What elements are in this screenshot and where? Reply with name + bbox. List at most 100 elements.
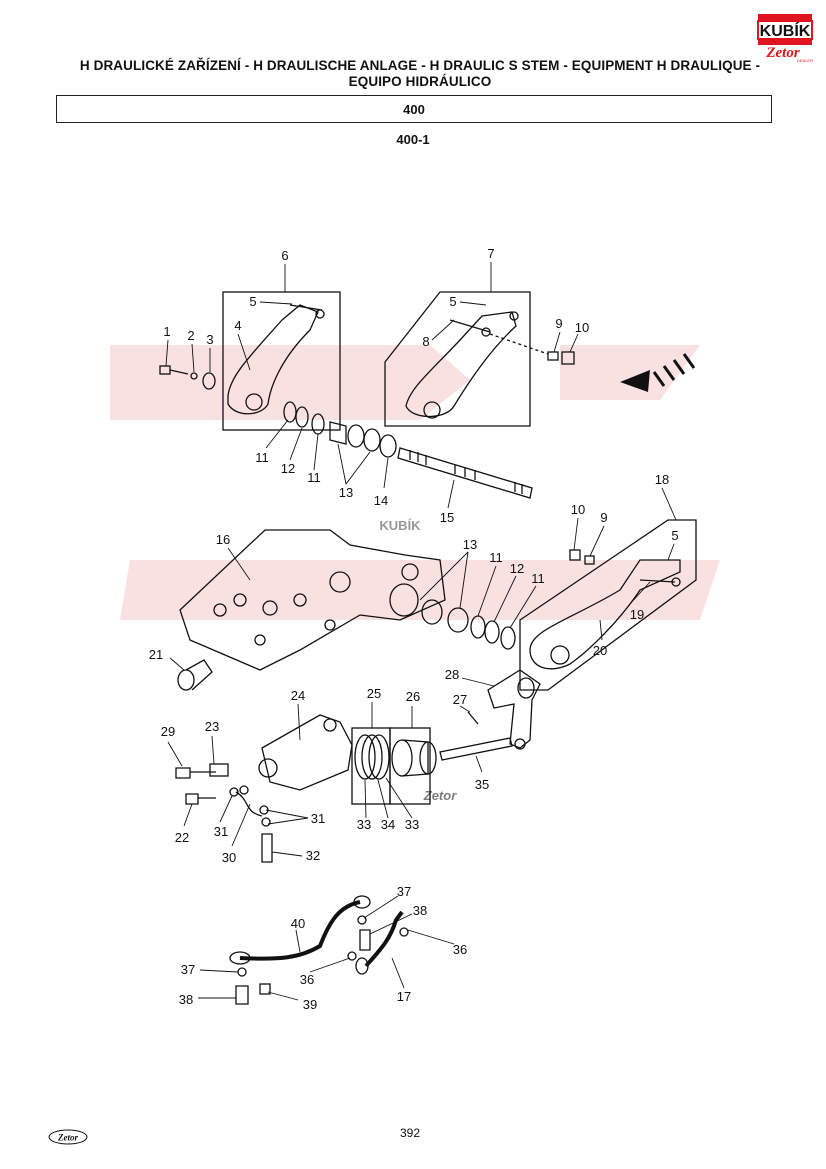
- ring-33-a: [354, 734, 376, 780]
- lever-arm-8: [405, 311, 519, 419]
- bolt-38-b: [235, 985, 249, 1005]
- callout-40: 40: [291, 916, 305, 931]
- logo-brand-text: Zetor: [765, 45, 799, 61]
- hydraulic-housing-16: [179, 529, 446, 671]
- pipe-40: [229, 895, 371, 965]
- washer-37-a: [357, 915, 367, 925]
- callout-32: 32: [306, 848, 320, 863]
- callout-18: 18: [655, 472, 669, 487]
- bushing-13-top-a: [329, 421, 347, 445]
- callout-37a: 37: [397, 884, 411, 899]
- callout-11d: 11: [531, 571, 545, 586]
- ring-11-top-a: [283, 401, 297, 423]
- callout-6: 6: [281, 248, 288, 263]
- bushing-14: [379, 434, 397, 458]
- cylinder-24: [258, 714, 353, 791]
- washer-36-b: [399, 927, 409, 937]
- kubik-zetor-logo: KUBÍK Zetor DEALER: [757, 14, 813, 63]
- callout-5b: 5: [449, 294, 456, 309]
- bushing-23: [209, 763, 229, 777]
- watermark: KUBÍK Zetor: [110, 345, 720, 803]
- callout-16: 16: [216, 532, 230, 547]
- callout-1: 1: [163, 324, 170, 339]
- part-box-26: [389, 727, 431, 805]
- callout-38b: 38: [179, 992, 193, 1007]
- callout-28: 28: [445, 667, 459, 682]
- fitting-10-top: [561, 351, 575, 365]
- fitting-10-lower: [569, 549, 581, 561]
- callout-5c: 5: [671, 528, 678, 543]
- callout-14: 14: [374, 493, 388, 508]
- shaft-15: [397, 447, 533, 499]
- logo-top-text: KUBÍK: [760, 21, 811, 40]
- callout-15: 15: [440, 510, 454, 525]
- callout-36a: 36: [300, 972, 314, 987]
- part-box-7: [384, 291, 531, 427]
- callout-29: 29: [161, 724, 175, 739]
- callout-20: 20: [593, 643, 607, 658]
- leader-lines: [165, 262, 677, 1001]
- subsection-number: 400-1: [396, 132, 430, 147]
- title-line-1: H DRAULICKÉ ZAŘÍZENÍ - H DRAULISCHE ANLA…: [79, 58, 761, 73]
- callout-30: 30: [222, 850, 236, 865]
- callout-10a: 10: [575, 320, 589, 335]
- callout-26: 26: [406, 689, 420, 704]
- page-title: H DRAULICKÉ ZAŘÍZENÍ - H DRAULISCHE ANLA…: [40, 58, 800, 90]
- callout-36b: 36: [453, 942, 467, 957]
- title-line-2: EQUIPO HIDRÁULICO: [348, 74, 492, 89]
- callout-39: 39: [303, 997, 317, 1012]
- callout-17: 17: [397, 989, 411, 1004]
- footer-zetor-logo: Zetor: [48, 1129, 88, 1145]
- bushing-13-top-c: [363, 428, 381, 452]
- bushing-13-lower-c: [447, 607, 469, 633]
- bushing-13-lower-a: [389, 583, 419, 617]
- callout-3: 3: [206, 332, 213, 347]
- washer-2: [190, 372, 198, 380]
- ring-12-top: [295, 406, 309, 428]
- callout-2: 2: [187, 328, 194, 343]
- part-box-6: [222, 291, 341, 431]
- bolt-22: [185, 793, 216, 805]
- ring-11-lower-b: [500, 626, 516, 650]
- direction-arrow: [620, 353, 696, 392]
- callout-19: 19: [630, 607, 644, 622]
- callout-4: 4: [234, 318, 241, 333]
- part-box-18: [519, 519, 697, 691]
- watermark-brand: Zetor: [423, 788, 457, 803]
- callout-7: 7: [487, 246, 494, 261]
- callout-22: 22: [175, 830, 189, 845]
- logo-small-text: DEALER: [797, 58, 813, 63]
- washer-36-a: [347, 951, 357, 961]
- lever-arm-4: [227, 304, 325, 415]
- bushing-13-lower-b: [421, 599, 443, 625]
- callout-31a: 31: [214, 824, 228, 839]
- callout-labels: 6 5 7 5 1 2 3 4 8 9 10 11 12 11 13 14 15…: [149, 246, 679, 1012]
- callout-8: 8: [422, 334, 429, 349]
- bolt-1: [159, 365, 189, 375]
- lever-28: [487, 669, 541, 750]
- section-number-box: 400: [56, 95, 772, 123]
- bushing-13-top-b: [347, 424, 365, 448]
- ring-34: [361, 734, 383, 780]
- callout-11b: 11: [307, 470, 321, 485]
- callout-33b: 33: [405, 817, 419, 832]
- washer-31-a: [229, 787, 239, 797]
- callout-23: 23: [205, 719, 219, 734]
- page-number: 392: [399, 1126, 421, 1140]
- ring-33-b: [368, 734, 390, 780]
- callout-31b: 31: [311, 811, 325, 826]
- bolt-38-a: [359, 929, 371, 951]
- footer-logo-text: Zetor: [57, 1133, 78, 1143]
- callout-9b: 9: [600, 510, 607, 525]
- callout-38a: 38: [413, 903, 427, 918]
- watermark-text: KUBÍK: [379, 518, 421, 533]
- piston-26: [391, 739, 437, 777]
- callout-24: 24: [291, 688, 305, 703]
- washer-37-b: [237, 967, 247, 977]
- pin-27: [467, 711, 479, 725]
- callout-33a: 33: [357, 817, 371, 832]
- callout-37b: 37: [181, 962, 195, 977]
- callout-11a: 11: [255, 450, 269, 465]
- fitting-9-top: [547, 351, 559, 361]
